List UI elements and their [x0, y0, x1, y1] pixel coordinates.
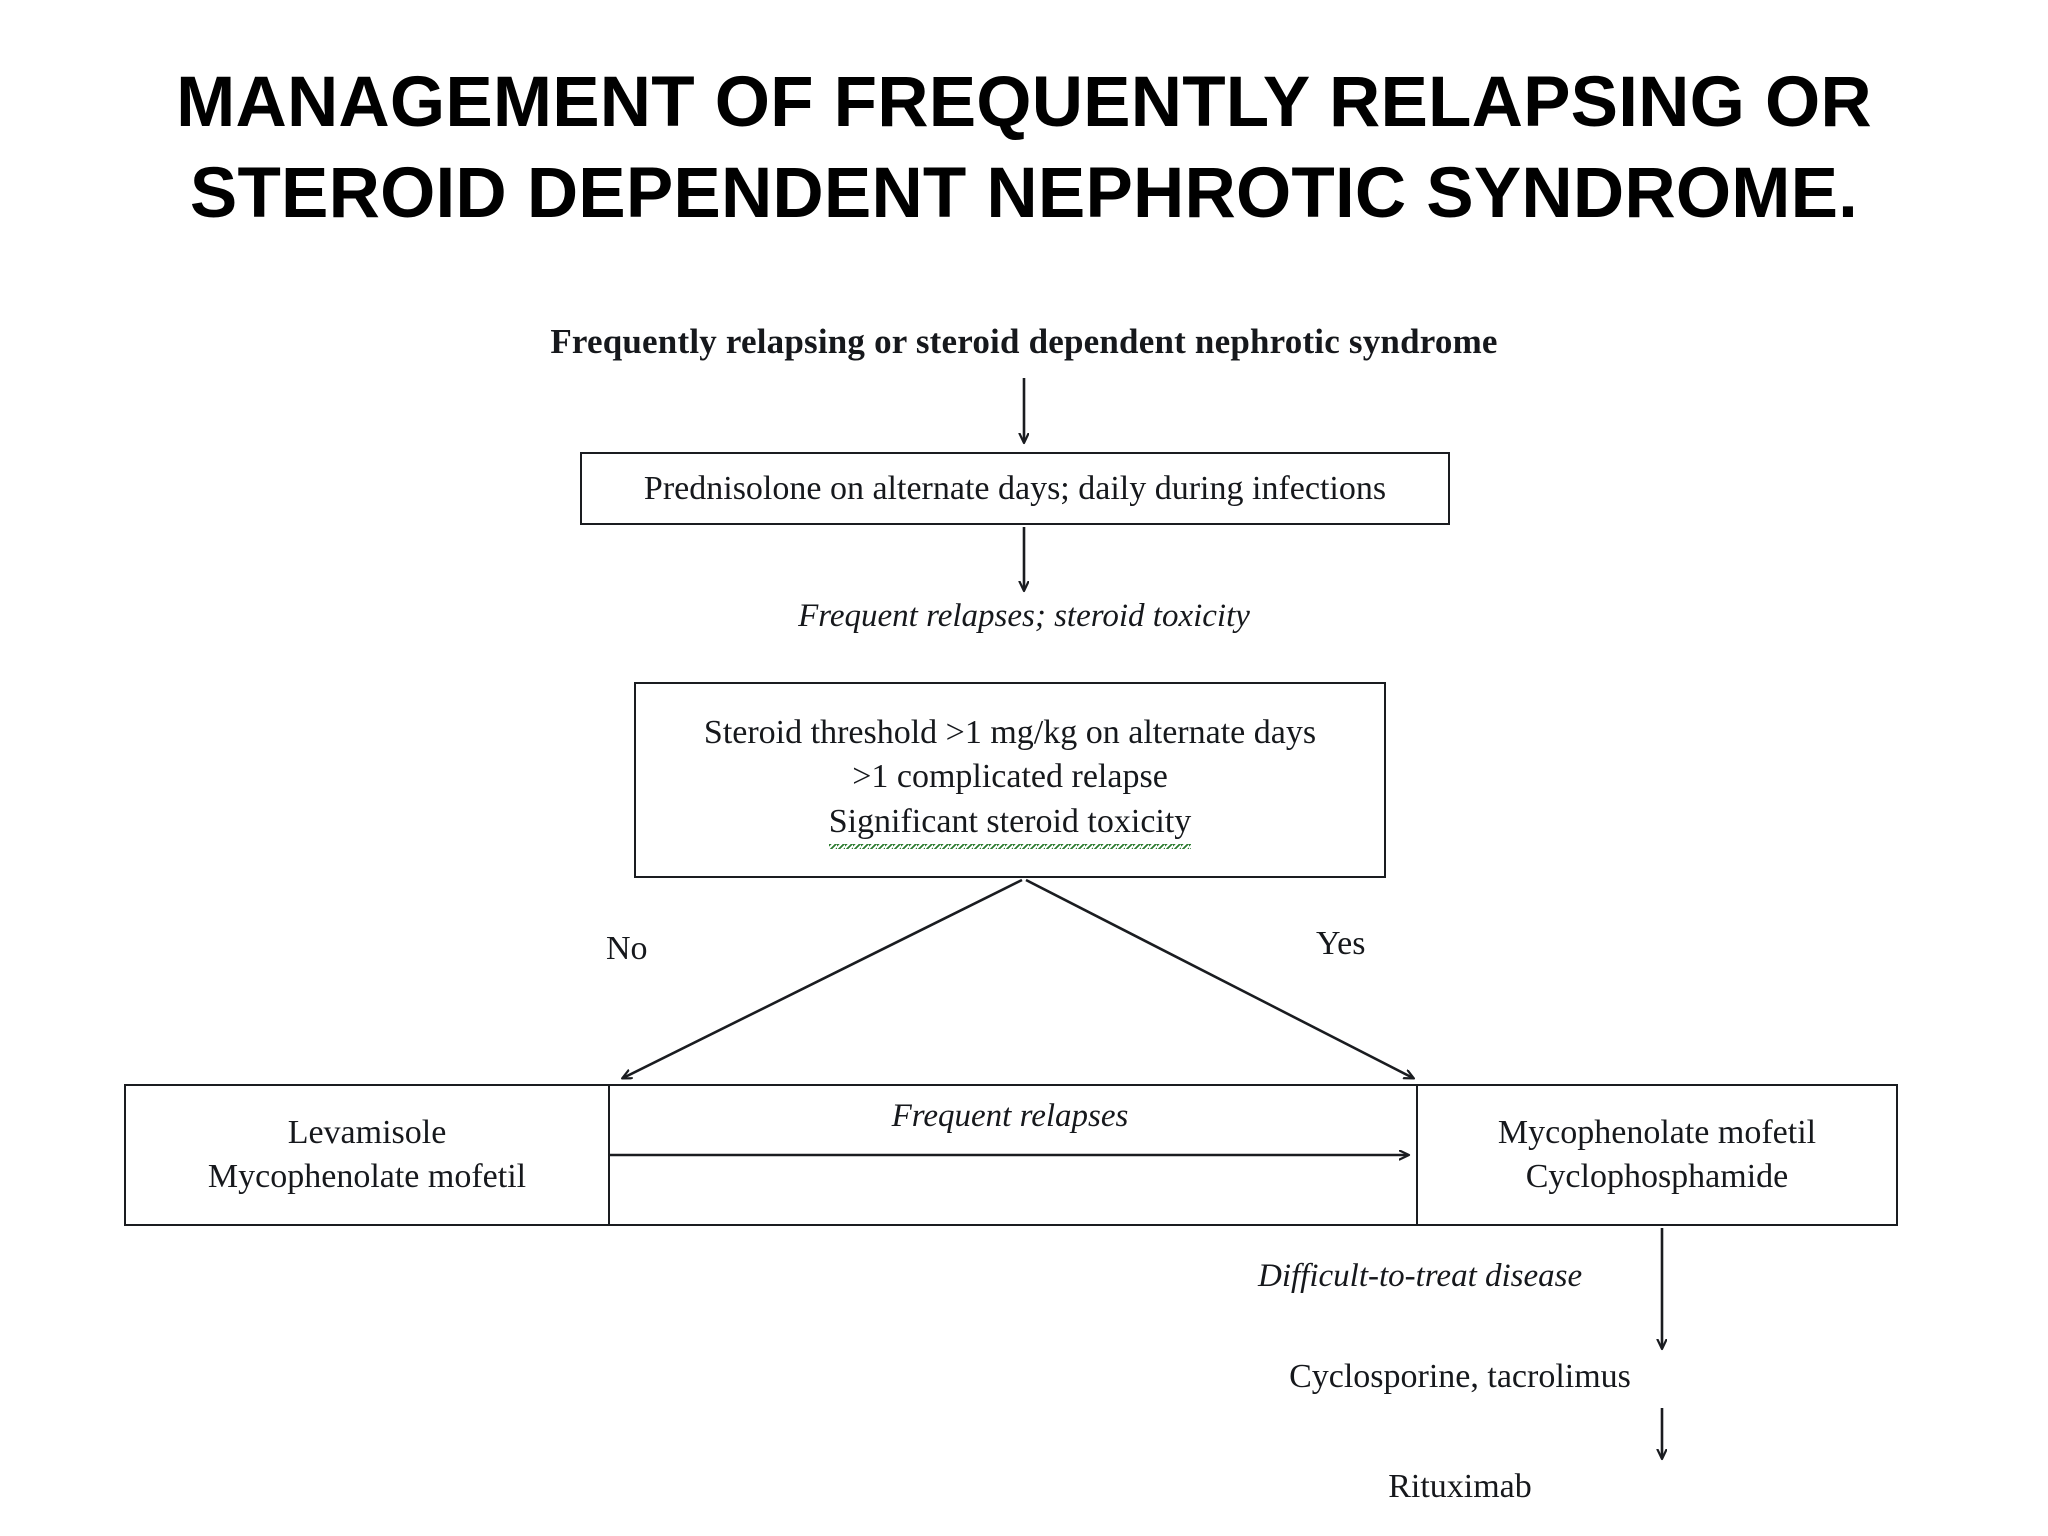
node-left-branch-line-2: Mycophenolate mofetil — [207, 1158, 527, 1195]
node-right-branch-box: Mycophenolate mofetil Cyclophosphamide — [1416, 1084, 1898, 1226]
node-right-branch-line-2: Cyclophosphamide — [1525, 1158, 1789, 1195]
edge-label-difficult-to-treat: Difficult-to-treat disease — [1258, 1258, 1583, 1294]
node-prednisolone-box: Prednisolone on alternate days; daily du… — [580, 452, 1450, 525]
page-title-line-1: MANAGEMENT OF FREQUENTLY RELAPSING OR — [176, 63, 1872, 142]
node-right-branch-line-1: Mycophenolate mofetil — [1497, 1113, 1817, 1151]
node-criteria-line-1: Steroid threshold >1 mg/kg on alternate … — [703, 713, 1317, 751]
node-left-branch-line-1: Levamisole — [287, 1113, 447, 1151]
node-prednisolone-text: Prednisolone on alternate days; daily du… — [643, 469, 1387, 507]
page-title: MANAGEMENT OF FREQUENTLY RELAPSING OR ST… — [0, 58, 2048, 240]
node-rituximab: Rituximab — [1388, 1468, 1532, 1505]
connector-criteria-to-right — [1025, 878, 1413, 1078]
node-cyclosporine-tacrolimus: Cyclosporine, tacrolimus — [1289, 1358, 1631, 1395]
node-diagram-heading: Frequently relapsing or steroid dependen… — [550, 322, 1498, 361]
edge-label-yes: Yes — [1316, 925, 1366, 962]
node-left-branch-box: Levamisole Mycophenolate mofetil — [124, 1084, 610, 1226]
connector-criteria-to-left — [623, 878, 1023, 1078]
edge-label-frequent-relapses-toxicity: Frequent relapses; steroid toxicity — [798, 598, 1250, 634]
edge-label-no: No — [606, 930, 648, 967]
node-criteria-line-3: Significant steroid toxicity — [828, 799, 1192, 850]
node-criteria-box: Steroid threshold >1 mg/kg on alternate … — [634, 682, 1386, 878]
node-criteria-line-2: >1 complicated relapse — [852, 758, 1168, 796]
edge-label-frequent-relapses: Frequent relapses — [891, 1098, 1129, 1134]
page-title-line-2: STEROID DEPENDENT NEPHROTIC SYNDROME. — [189, 153, 1859, 233]
